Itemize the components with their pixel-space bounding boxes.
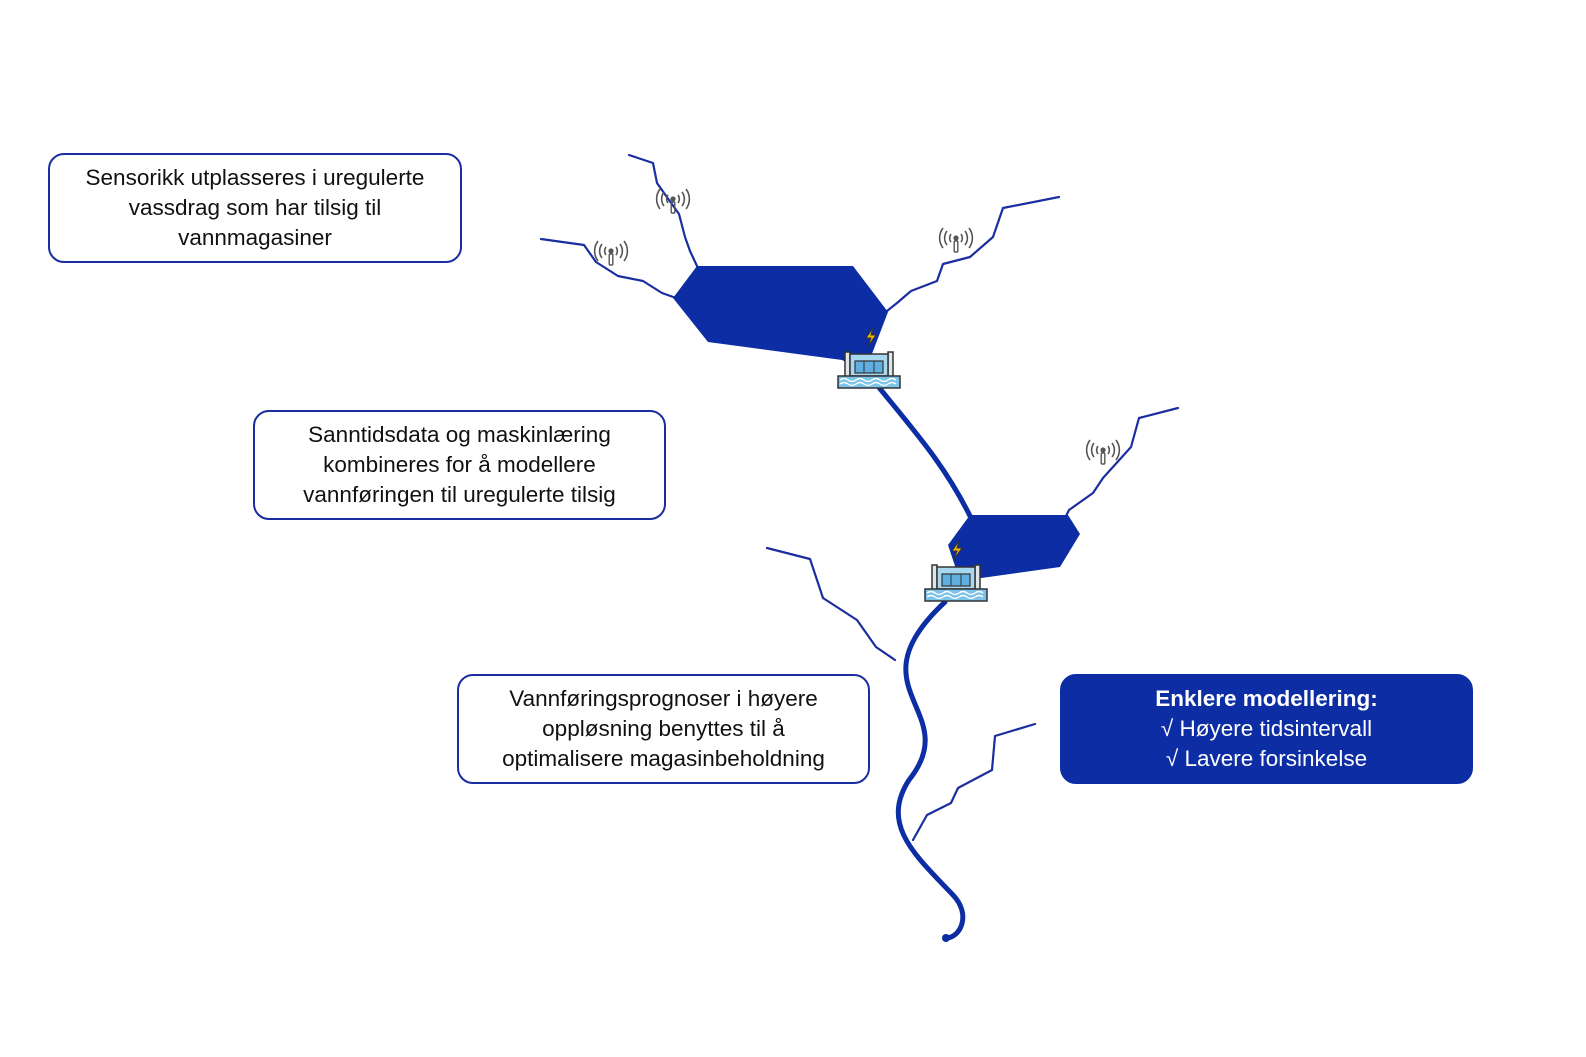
- callout-forecast: Vannføringsprognoser i høyere oppløsning…: [457, 674, 870, 784]
- tributary-upper-center: [627, 153, 699, 268]
- tributary-upper-right: [885, 195, 1061, 313]
- upper-reservoir: [673, 266, 888, 372]
- hydropower-dam-icon: [924, 564, 988, 602]
- antenna-signal-icon: [593, 240, 629, 266]
- callout-text-line: vannføringen til uregulerte tilsig: [303, 482, 616, 507]
- antenna-signal-icon: [1085, 439, 1121, 465]
- callout-text-line: kombineres for å modellere: [323, 452, 596, 477]
- callout-text-line: Sensorikk utplasseres i uregulerte: [85, 165, 425, 190]
- antenna-signal-icon: [938, 227, 974, 253]
- lower-reservoir: [948, 515, 1080, 581]
- antenna-signal-icon: [655, 188, 691, 214]
- callout-text-line: Vannføringsprognoser i høyere: [509, 686, 818, 711]
- callout-text-line: vassdrag som har tilsig til: [128, 195, 382, 220]
- highlight-item: √ Høyere tidsintervall: [1160, 716, 1373, 741]
- main-river-lower: [895, 599, 966, 941]
- tributary-lower-left: [765, 546, 897, 662]
- tributary-mid-right: [1064, 406, 1180, 518]
- highlight-title: Enklere modellering:: [1155, 686, 1378, 711]
- callout-text-line: optimalisere magasinbeholdning: [502, 746, 825, 771]
- callout-text-line: vannmagasiner: [178, 225, 332, 250]
- callout-highlight: Enklere modellering: √ Høyere tidsinterv…: [1060, 674, 1473, 784]
- callout-realtime: Sanntidsdata og maskinlæring kombineres …: [253, 410, 666, 520]
- callout-text-line: Sanntidsdata og maskinlæring: [308, 422, 611, 447]
- highlight-item: √ Lavere forsinkelse: [1165, 746, 1368, 771]
- river-mouth: [942, 934, 950, 942]
- callout-text-line: oppløsning benyttes til å: [542, 716, 785, 741]
- main-river: [874, 382, 974, 521]
- tributary-upper-left: [539, 237, 678, 300]
- tributary-lower-right: [911, 722, 1037, 842]
- callout-sensors: Sensorikk utplasseres i uregulerte vassd…: [48, 153, 462, 263]
- hydropower-dam-icon: [837, 351, 901, 389]
